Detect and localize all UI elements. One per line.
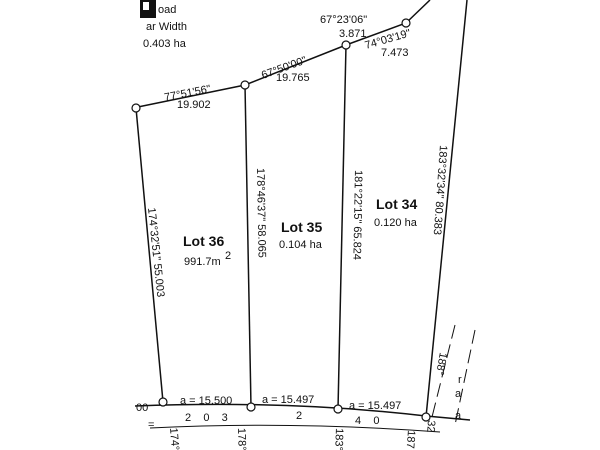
right-r-label: r (458, 374, 462, 386)
pin-bottom-lot34 (333, 404, 343, 414)
seg3-bearing: 67°23'06" (320, 14, 367, 26)
lot35-title: Lot 35 (281, 219, 322, 235)
right-dash-line-1 (431, 324, 456, 418)
seg2-distance: 19.765 (276, 72, 310, 84)
outer-arc (149, 424, 441, 433)
arc1-label: a = 15.500 (180, 395, 232, 407)
right-dash-line-2 (454, 329, 476, 426)
arc3-label: a = 15.497 (349, 400, 401, 412)
arc3-digits: 4 0 (355, 415, 379, 427)
lot36-area-sup: 2 (225, 250, 231, 262)
lot34-area: 0.120 ha (374, 217, 418, 229)
pin-top-right (401, 18, 411, 28)
lot34-title: Lot 34 (376, 196, 417, 212)
lot36-west-line (135, 107, 164, 403)
road-name-fragment: oad (158, 4, 176, 16)
lower-bearing-5: 32 (424, 420, 437, 433)
road-width-fragment: ar Width (146, 21, 187, 33)
right-bearing-188: 188° (433, 351, 449, 376)
pin-top-left (131, 103, 141, 113)
pin-top-lot34 (341, 40, 351, 50)
bottom-left-fragment: 00 (136, 402, 148, 414)
lot35-34-line (337, 44, 347, 410)
pin-bottom-lot36 (158, 397, 168, 407)
lower-bearing-4: 187 (404, 430, 417, 449)
lot36-35-label: 178°46'37" 58.065 (254, 168, 268, 258)
seg4-distance: 7.473 (381, 47, 409, 59)
arc2-label: a = 15.497 (262, 394, 314, 406)
lot36-west-label: 174°32'51" 55.003 (145, 207, 166, 298)
lot36-area: 991.7m (184, 256, 221, 268)
pin-top-lot35 (240, 80, 250, 90)
lot35-34-label: 181°22'15" 65.824 (350, 170, 364, 260)
seg1-distance: 19.902 (177, 99, 211, 111)
lot36-title: Lot 36 (183, 233, 224, 249)
bottom-boundary-arc (134, 403, 471, 421)
lot34-east-line (425, 0, 468, 418)
lower-bearing-3: 183° (332, 428, 345, 450)
lot34-east-label: 183°32'34" 80.383 (431, 145, 449, 236)
right-a-label-2: a (455, 410, 462, 422)
lower-mark: = (148, 419, 154, 431)
arc2-digit: 2 (296, 410, 302, 422)
road-area-fragment: 0.403 ha (143, 38, 187, 50)
seg3-distance: 3.871 (339, 28, 367, 40)
arc1-digits: 2 0 3 (185, 412, 228, 424)
pin-bottom-right (421, 412, 431, 422)
lower-bearing-1: 174° (167, 427, 181, 450)
pin-bottom-lot35 (246, 402, 256, 412)
lot36-35-line (244, 84, 252, 408)
right-a-label-1: a (455, 388, 462, 400)
corner-marker-notch (143, 2, 149, 10)
lot35-area: 0.104 ha (279, 239, 323, 251)
lower-bearing-2: 178°5 (235, 428, 248, 450)
